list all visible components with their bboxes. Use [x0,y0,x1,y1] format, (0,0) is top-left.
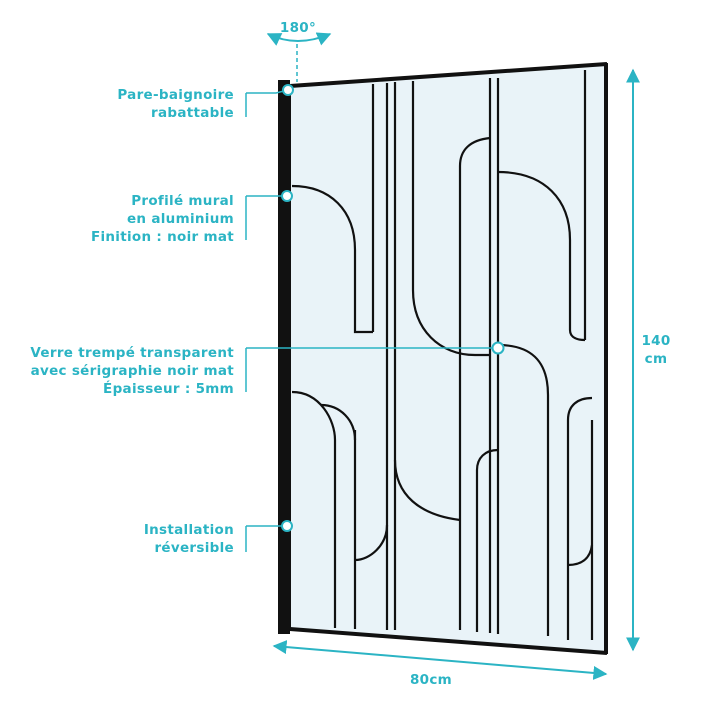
callout-hinge: Pare-baignoire rabattable [117,84,294,121]
callout-glass-line3: Épaisseur : 5mm [103,380,234,397]
callout-profile: Profilé mural en aluminium Finition : no… [91,190,293,245]
rotation-label: 180° [280,20,316,36]
callout-glass-line2: avec sérigraphie noir mat [31,363,235,379]
callout-profile-line2: en aluminium [127,211,234,227]
rotation-indicator: 180° [266,20,332,82]
width-dimension: 80cm [272,640,608,688]
callout-hinge-line1: Pare-baignoire [117,87,234,103]
glass-serigraphy-pattern [291,70,594,640]
height-dimension: 140 cm [626,68,674,652]
callout-profile-line3: Finition : noir mat [91,229,234,245]
callout-glass: Verre trempé transparent avec sérigraphi… [30,341,505,397]
callout-hinge-line2: rabattable [151,105,234,121]
height-value: 140 [641,333,670,349]
callout-install-line2: réversible [154,540,234,556]
glass-panel [290,64,606,652]
frame [278,62,608,655]
width-label: 80cm [410,672,452,688]
callout-install: Installation réversible [144,520,293,556]
height-unit: cm [645,351,668,367]
callout-glass-line1: Verre trempé transparent [30,345,234,361]
callout-install-line1: Installation [144,522,234,538]
wall-profile [278,80,290,634]
callout-profile-line1: Profilé mural [131,193,234,209]
